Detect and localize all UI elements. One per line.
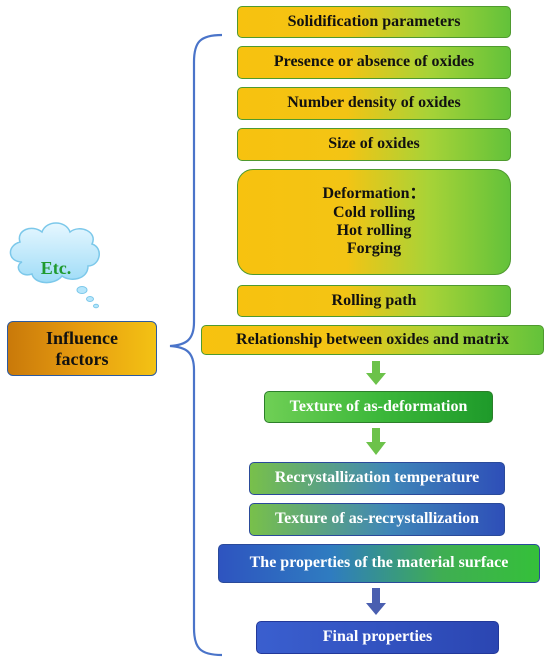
texture-deformation-box: Texture of as-deformation [264,391,493,423]
deformation-box: Deformation： Cold rolling Hot rolling Fo… [237,169,511,275]
arrow-down-icon [366,428,386,455]
curly-brace [169,33,223,657]
surface-properties-box: The properties of the material surface [218,544,540,583]
etc-label: Etc. [40,258,72,278]
influence-line-2: factors [55,348,109,369]
deformation-title: Deformation： [322,185,426,203]
thought-cloud-icon [9,222,100,309]
deformation-item: Forging [346,240,402,258]
final-properties-box: Final properties [256,621,499,654]
influence-factors-box: Influence factors [7,321,157,376]
influence-line-1: Influence [46,327,118,348]
relationship-box: Relationship between oxides and matrix [201,325,544,355]
deformation-item: Hot rolling [336,222,412,239]
number-density-box: Number density of oxides [237,87,511,120]
size-of-oxides-box: Size of oxides [237,128,511,161]
rolling-path-box: Rolling path [237,285,511,317]
solidification-parameters-box: Solidification parameters [237,6,511,38]
recrystallization-temperature-box: Recrystallization temperature [249,462,505,495]
texture-recrystallization-box: Texture of as-recrystallization [249,503,505,536]
arrow-down-icon [366,361,386,385]
arrow-down-icon [366,588,386,615]
presence-of-oxides-box: Presence or absence of oxides [237,46,511,79]
deformation-item: Cold rolling [333,203,415,221]
